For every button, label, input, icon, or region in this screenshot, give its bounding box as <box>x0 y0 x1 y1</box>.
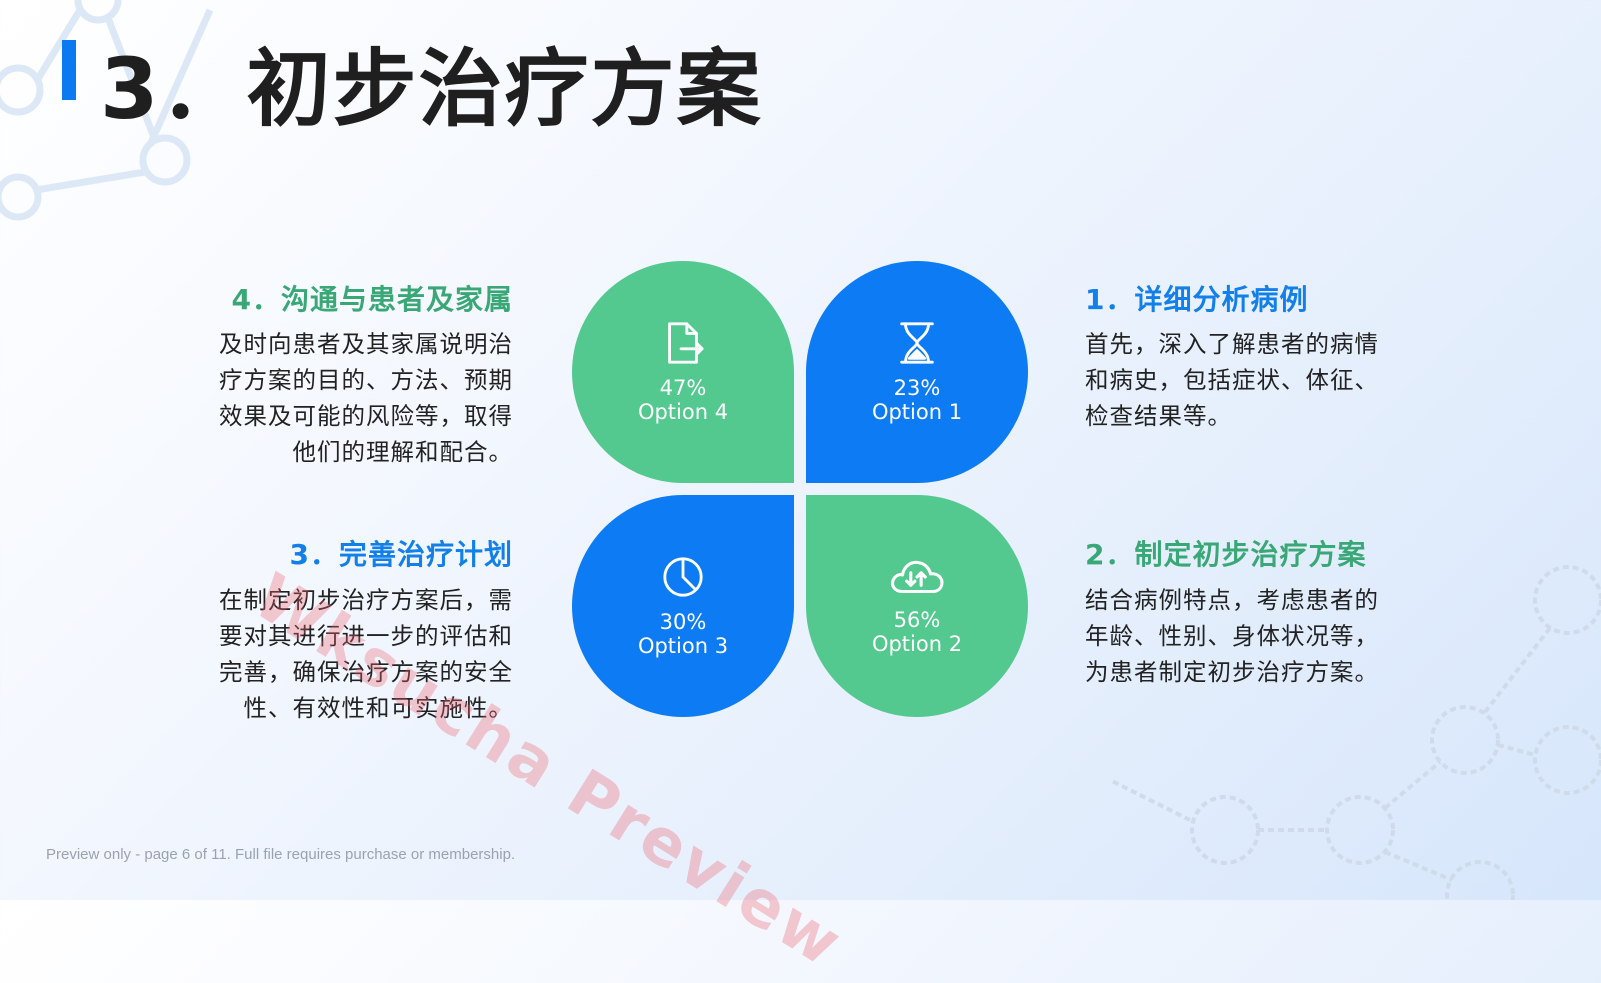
hourglass-icon <box>900 322 934 364</box>
petal-option-2: 56% Option 2 <box>806 495 1028 717</box>
petal-percent: 30% <box>659 610 707 634</box>
petal-percent: 23% <box>893 376 941 400</box>
petal-option-3: 30% Option 3 <box>572 495 794 717</box>
petal-percent: 56% <box>893 608 941 632</box>
document-export-icon <box>668 322 704 364</box>
petal-option-1: 23% Option 1 <box>806 261 1028 483</box>
cloud-sync-icon <box>891 560 944 594</box>
petal-option-4: 47% Option 4 <box>572 261 794 483</box>
petal-percent: 47% <box>659 376 707 400</box>
item-1-heading: 1．详细分析病例 <box>1085 283 1309 316</box>
item-3-body: 在制定初步治疗方案后，需要对其进行进一步的评估和完善，确保治疗方案的安全性、有效… <box>219 586 513 722</box>
item-3-heading: 3．完善治疗计划 <box>289 538 513 571</box>
item-1-body: 首先，深入了解患者的病情和病史，包括症状、体征、检查结果等。 <box>1085 330 1379 430</box>
clock-icon <box>663 557 703 597</box>
preview-footer: Preview only - page 6 of 11. Full file r… <box>46 846 516 863</box>
title-accent-bar <box>62 40 76 100</box>
item-4-heading: 4．沟通与患者及家属 <box>231 283 513 316</box>
item-2-body: 结合病例特点，考虑患者的年龄、性别、身体状况等，为患者制定初步治疗方案。 <box>1085 586 1379 686</box>
petal-label: Option 1 <box>871 400 963 424</box>
petal-label: Option 2 <box>871 632 963 656</box>
item-2-heading: 2．制定初步治疗方案 <box>1085 538 1367 571</box>
item-4-body: 及时向患者及其家属说明治疗方案的目的、方法、预期效果及可能的风险等，取得他们的理… <box>219 330 513 466</box>
petal-label: Option 3 <box>637 634 729 658</box>
petal-label: Option 4 <box>637 400 729 424</box>
page-title: 3．初步治疗方案 <box>100 40 763 138</box>
